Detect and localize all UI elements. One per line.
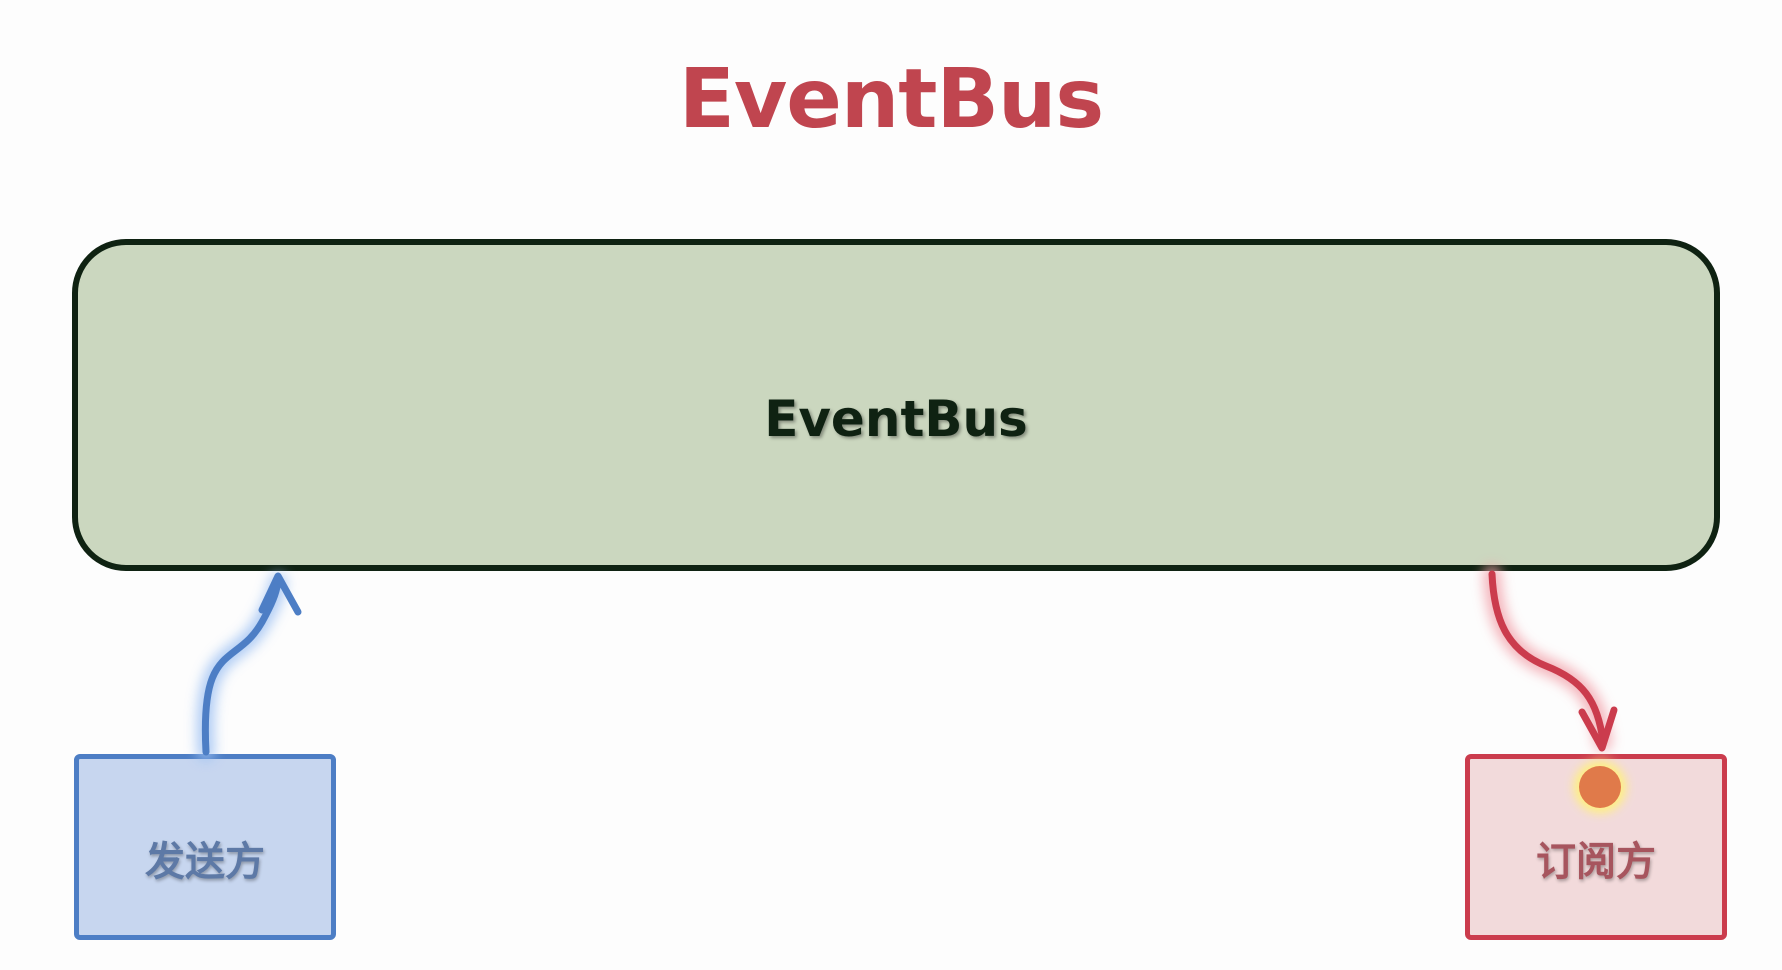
send-arrow <box>196 572 302 761</box>
eventbus-label: EventBus <box>764 390 1028 448</box>
deliver-arrow <box>1483 565 1618 752</box>
slide-title: EventBus <box>678 52 1104 147</box>
subscriber-box: 订阅方 <box>1465 754 1727 940</box>
sender-label: 发送方 <box>145 839 265 885</box>
sender-box: 发送方 <box>74 754 336 940</box>
eventbus-box: EventBus <box>72 239 1720 571</box>
subscriber-label: 订阅方 <box>1536 839 1656 885</box>
